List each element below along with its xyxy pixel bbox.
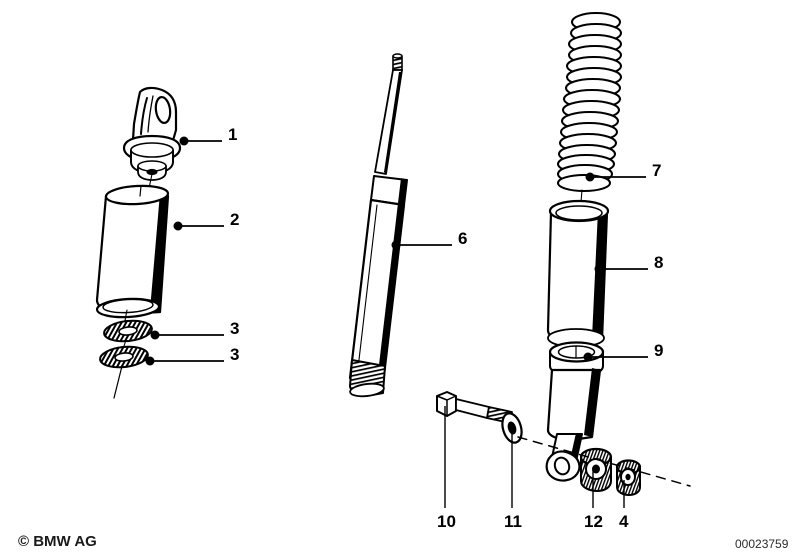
callout-leaders — [145, 136, 648, 508]
part-4-hex-nut — [615, 459, 642, 496]
part-7-coil-spring — [557, 12, 622, 215]
callout-6: 6 — [458, 229, 468, 248]
part-1-strut-top-mount — [122, 86, 182, 199]
part-8-strut-outer-tube — [546, 199, 610, 353]
part-3-lower-washer — [99, 345, 149, 399]
part-2-dust-tube-sleeve — [95, 184, 170, 327]
callout-9: 9 — [654, 341, 664, 360]
callout-2: 2 — [230, 210, 240, 229]
part-12-rubber-bushing — [579, 447, 613, 492]
callout-7: 7 — [652, 161, 662, 180]
assembly-axis-dashed — [517, 436, 691, 487]
part-11-flat-washer — [501, 412, 523, 444]
strut-lower-housing — [545, 368, 602, 482]
copyright-notice: © BMW AG — [18, 533, 97, 550]
part-6-shock-absorber-insert — [348, 53, 408, 398]
part-3-upper-washer — [103, 319, 153, 353]
callout-10: 10 — [437, 512, 456, 531]
diagram-part-number: 00023759 — [735, 537, 789, 551]
callout-8: 8 — [654, 253, 664, 272]
callout-1: 1 — [228, 125, 238, 144]
callout-3-upper: 3 — [230, 319, 240, 338]
callout-4: 4 — [619, 512, 629, 531]
callout-12: 12 — [584, 512, 603, 531]
callout-11: 11 — [504, 512, 522, 531]
callout-3-lower: 3 — [230, 345, 240, 364]
part-10-hex-bolt — [436, 391, 513, 424]
